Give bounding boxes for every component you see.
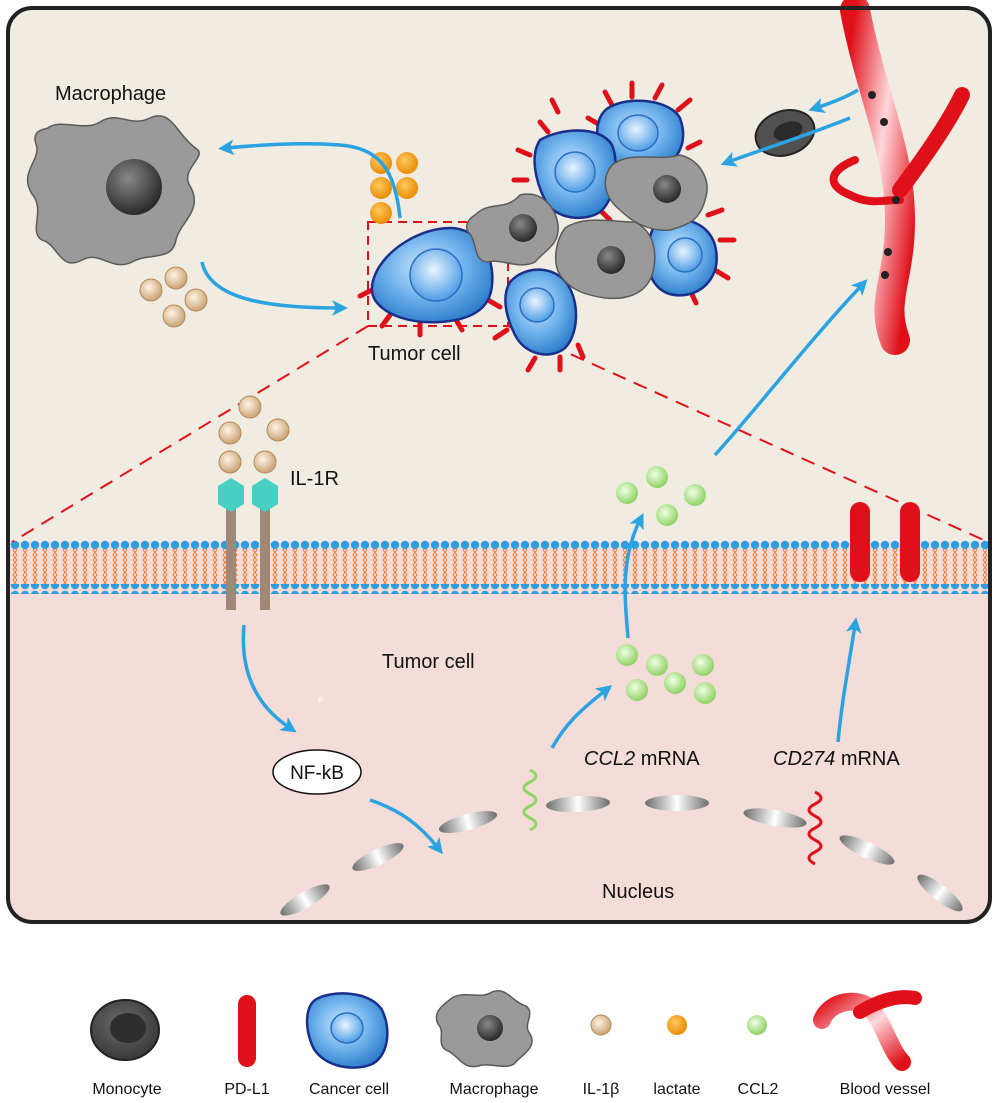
tumor-cluster bbox=[357, 80, 737, 373]
nfkb-label: NF-kB bbox=[290, 763, 344, 784]
arrows-lower bbox=[241, 512, 862, 855]
cell-membrane bbox=[8, 540, 990, 594]
legend-label-lactate: lactate bbox=[653, 1081, 700, 1098]
cd274-mrna-label: CD274 mRNA bbox=[773, 748, 900, 770]
pdl1-icon bbox=[238, 995, 256, 1067]
nucleus-label: Nucleus bbox=[602, 881, 674, 903]
ccl2-intracellular bbox=[616, 644, 716, 704]
legend-label-macrophage: Macrophage bbox=[450, 1081, 539, 1098]
nuclear-envelope bbox=[280, 795, 963, 916]
legend-label-monocyte: Monocyte bbox=[92, 1081, 161, 1098]
legend-label-il1b: IL-1β bbox=[583, 1081, 620, 1098]
il1b-cluster-secreted bbox=[139, 266, 208, 328]
macrophage-icon bbox=[435, 989, 533, 1068]
lactate-icon bbox=[667, 1015, 687, 1035]
ccl2-mrna-strand bbox=[522, 768, 538, 832]
frame-background bbox=[8, 8, 990, 922]
macrophage-label: Macrophage bbox=[55, 83, 166, 105]
frame-outline bbox=[6, 6, 992, 924]
tumor-cell-label-top: Tumor cell bbox=[368, 343, 461, 365]
legend-label-blood-vessel: Blood vessel bbox=[840, 1081, 931, 1098]
ccl2-icon bbox=[747, 1015, 767, 1035]
il1r-label: IL-1R bbox=[290, 468, 339, 490]
ccl2-mrna-label: CCL2 mRNA bbox=[584, 748, 700, 770]
il1r-receptors bbox=[218, 395, 290, 610]
cd274-mrna-strand bbox=[807, 790, 823, 866]
phospho-mark: P bbox=[318, 696, 323, 705]
ccl2-mrna-suffix: mRNA bbox=[635, 748, 700, 770]
nfkb-oval bbox=[272, 749, 362, 795]
monocyte bbox=[754, 109, 816, 157]
pdl1-membrane bbox=[850, 502, 920, 582]
blood-vessel bbox=[829, 0, 970, 355]
legend-label-cancer-cell: Cancer cell bbox=[309, 1081, 389, 1098]
cd274-gene-name: CD274 bbox=[773, 748, 835, 770]
cd274-mrna-suffix: mRNA bbox=[835, 748, 900, 770]
monocyte-icon bbox=[90, 999, 160, 1061]
ccl2-gene-name: CCL2 bbox=[584, 748, 635, 770]
macrophage-large bbox=[26, 115, 200, 266]
legend: Monocyte PD-L1 Cancer cell Macrophage IL… bbox=[90, 989, 931, 1098]
il1b-icon bbox=[590, 1014, 612, 1036]
legend-label-ccl2: CCL2 bbox=[738, 1081, 779, 1098]
cancer-cell-icon bbox=[305, 992, 389, 1069]
blood-vessel-icon bbox=[813, 990, 922, 1071]
arrows-top bbox=[200, 88, 868, 457]
tumor-cell-label-inner: Tumor cell bbox=[382, 651, 475, 673]
ccl2-extracellular bbox=[616, 466, 706, 526]
legend-label-pdl1: PD-L1 bbox=[224, 1081, 269, 1098]
